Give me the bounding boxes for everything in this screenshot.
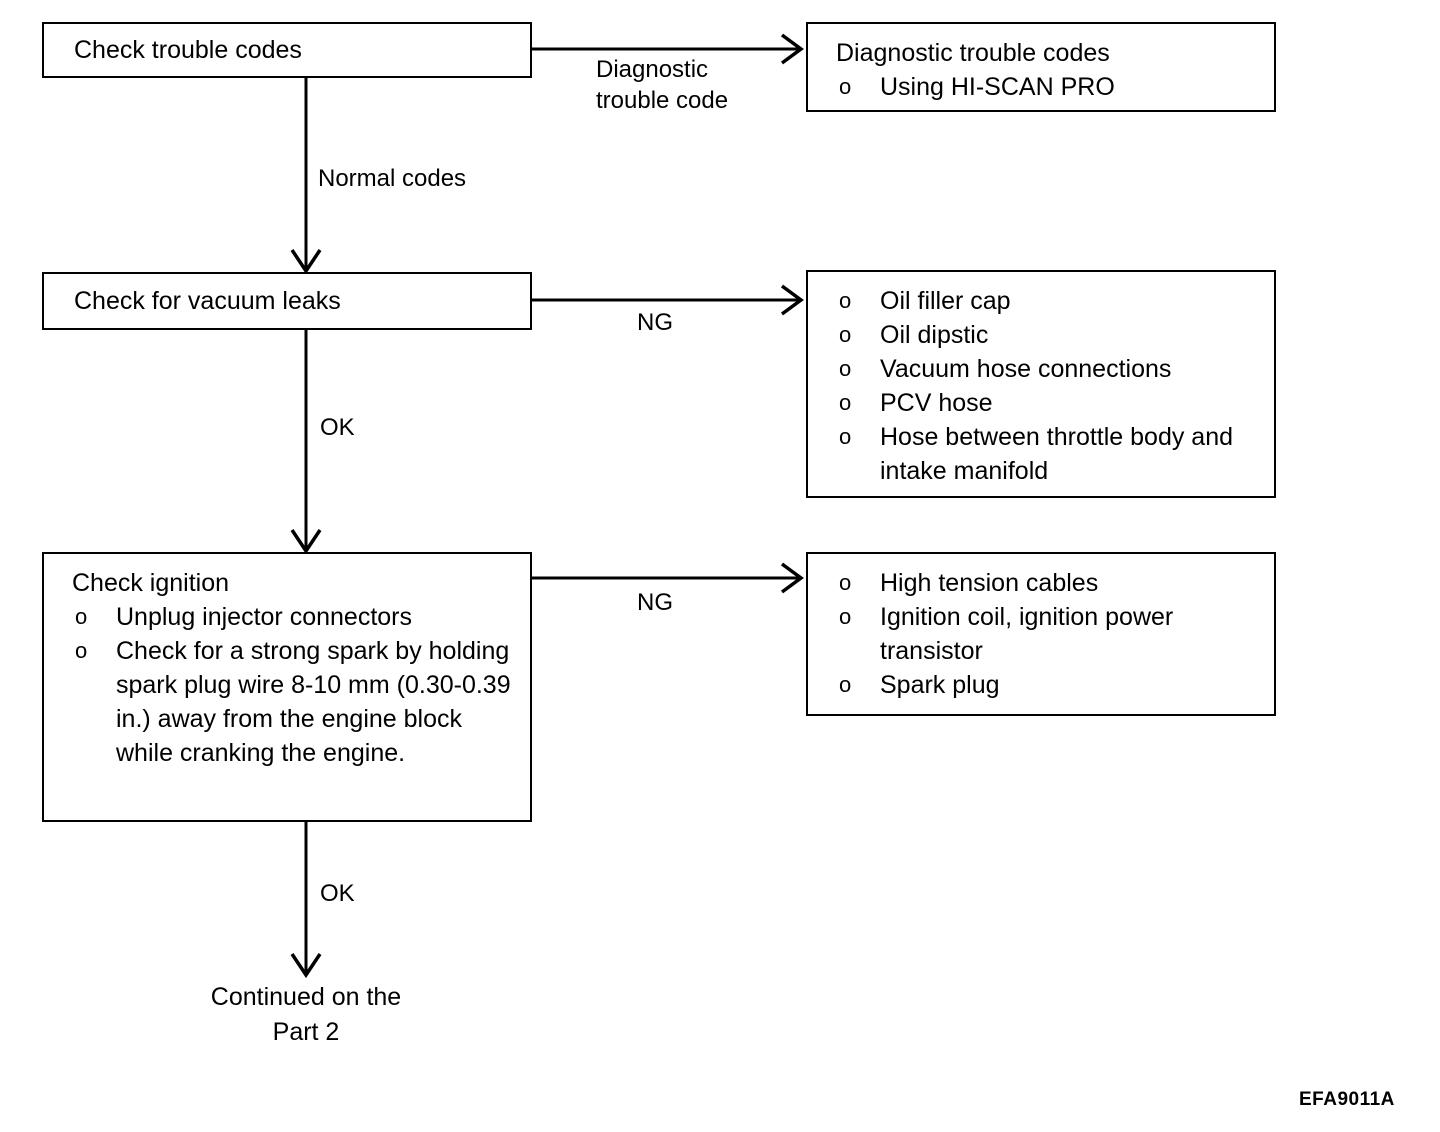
list-item: o Spark plug bbox=[836, 668, 1260, 702]
node-diagnostic-trouble-codes[interactable]: Diagnostic trouble codes o Using HI-SCAN… bbox=[806, 22, 1276, 112]
edge-label-ignition-ng: NG bbox=[637, 589, 673, 616]
list-item-label: Spark plug bbox=[880, 671, 1000, 699]
bullet-marker-icon: o bbox=[839, 356, 852, 381]
list-item-label: PCV hose bbox=[880, 389, 993, 417]
list-item-label: Oil dipstic bbox=[880, 321, 989, 349]
bullet-marker-icon: o bbox=[839, 424, 852, 449]
list-item: o Hose between throttle body and intake … bbox=[836, 420, 1260, 488]
bullet-marker-icon: o bbox=[839, 288, 852, 313]
bullet-marker-icon: o bbox=[839, 570, 852, 595]
list-item-label: Hose between throttle body and intake ma… bbox=[880, 423, 1234, 485]
list-item: o Unplug injector connectors bbox=[72, 600, 516, 634]
check-trouble-codes-title: Check trouble codes bbox=[74, 36, 302, 64]
list-item-label: High tension cables bbox=[880, 569, 1099, 597]
edge-label-ignition-ok: OK bbox=[320, 880, 355, 907]
list-item: o Using HI-SCAN PRO bbox=[836, 70, 1260, 104]
bullet-marker-icon: o bbox=[839, 604, 852, 629]
arrowhead-ignition-to-causes bbox=[780, 562, 804, 594]
vacuum-leak-causes-list: o Oil filler cap o Oil dipstic o Vacuum … bbox=[836, 284, 1260, 488]
list-item-label: Oil filler cap bbox=[880, 287, 1011, 315]
list-item-label: Unplug injector connectors bbox=[116, 603, 412, 631]
arrowhead-trouble-to-vacuum bbox=[290, 249, 322, 275]
arrowhead-ignition-to-continued bbox=[290, 953, 322, 979]
node-vacuum-leak-causes[interactable]: o Oil filler cap o Oil dipstic o Vacuum … bbox=[806, 270, 1276, 498]
edge-label-diagnostic-trouble-code: Diagnostic trouble code bbox=[596, 56, 729, 114]
bullet-marker-icon: o bbox=[839, 672, 852, 697]
edge-label-vacuum-ok: OK bbox=[320, 414, 355, 441]
bullet-marker-icon: o bbox=[75, 604, 88, 629]
ignition-causes-list: o High tension cables o Ignition coil, i… bbox=[836, 566, 1260, 702]
node-ignition-causes[interactable]: o High tension cables o Ignition coil, i… bbox=[806, 552, 1276, 716]
arrowhead-vacuum-to-ignition bbox=[290, 529, 322, 555]
list-item: o PCV hose bbox=[836, 386, 1260, 420]
list-item-label: Ignition coil, ignition power transistor bbox=[880, 603, 1174, 665]
figure-reference-code: EFA9011A bbox=[1299, 1089, 1395, 1110]
edge-label-normal-codes: Normal codes bbox=[318, 165, 467, 192]
list-item: o Vacuum hose connections bbox=[836, 352, 1260, 386]
check-vacuum-leaks-title: Check for vacuum leaks bbox=[74, 287, 341, 315]
list-item: o Ignition coil, ignition power transist… bbox=[836, 600, 1260, 668]
list-item-label: Vacuum hose connections bbox=[880, 355, 1172, 383]
bullet-marker-icon: o bbox=[839, 74, 852, 99]
check-ignition-heading: Check ignition bbox=[72, 569, 230, 597]
diagnostic-trouble-codes-list: o Using HI-SCAN PRO bbox=[836, 70, 1260, 104]
node-check-vacuum-leaks[interactable]: Check for vacuum leaks bbox=[42, 272, 532, 330]
arrowhead-vacuum-to-causes bbox=[780, 284, 804, 316]
list-item: o High tension cables bbox=[836, 566, 1260, 600]
bullet-marker-icon: o bbox=[75, 638, 88, 663]
bullet-marker-icon: o bbox=[839, 322, 852, 347]
list-item: o Oil dipstic bbox=[836, 318, 1260, 352]
node-check-ignition[interactable]: Check ignition o Unplug injector connect… bbox=[42, 552, 532, 822]
bullet-marker-icon: o bbox=[839, 390, 852, 415]
edge-label-vacuum-ng: NG bbox=[637, 309, 673, 336]
list-item-label: Check for a strong spark by holding spar… bbox=[116, 637, 511, 767]
list-item: o Check for a strong spark by holding sp… bbox=[72, 634, 516, 770]
check-ignition-list: o Unplug injector connectors o Check for… bbox=[72, 600, 516, 770]
node-check-trouble-codes[interactable]: Check trouble codes bbox=[42, 22, 532, 78]
list-item-label: Using HI-SCAN PRO bbox=[880, 73, 1115, 101]
list-item: o Oil filler cap bbox=[836, 284, 1260, 318]
diagnostic-trouble-codes-heading: Diagnostic trouble codes bbox=[836, 39, 1110, 67]
node-continued-on-part-2: Continued on the Part 2 bbox=[210, 983, 402, 1046]
